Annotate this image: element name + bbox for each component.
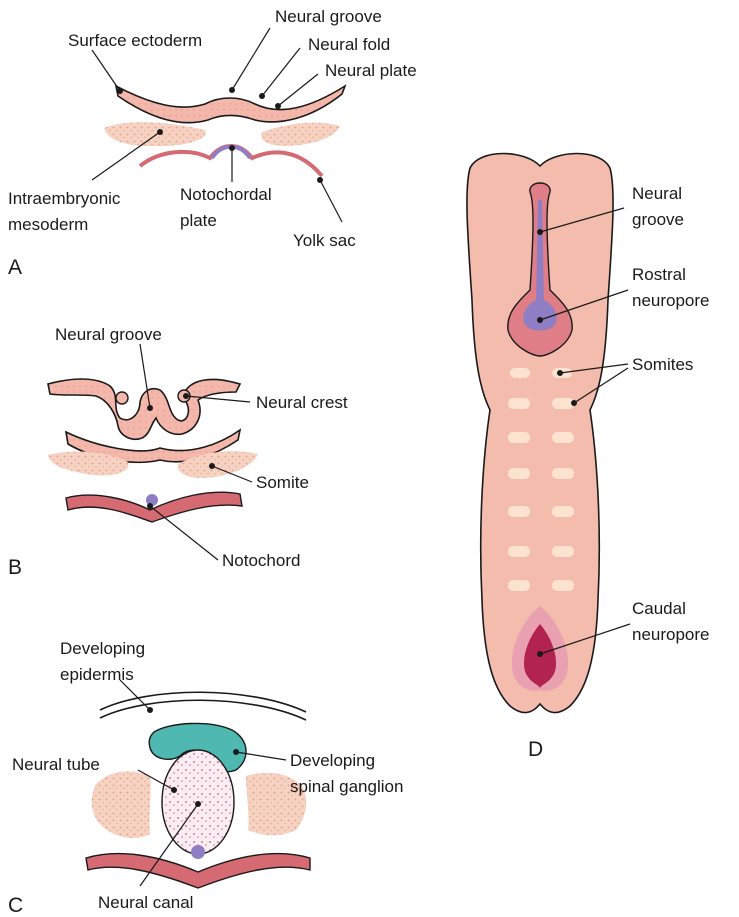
c-label-neural-canal: Neural canal bbox=[98, 893, 193, 912]
a-label-surface-ectoderm: Surface ectoderm bbox=[68, 31, 202, 50]
c-label-neural-tube: Neural tube bbox=[12, 755, 100, 774]
c-epidermis bbox=[100, 692, 306, 720]
b-neural-crest-left bbox=[116, 392, 128, 404]
a-intraembryonic-mesoderm-left bbox=[104, 122, 206, 146]
d-label-caudal-2: neuropore bbox=[632, 625, 710, 644]
a-label-intraembryonic-2: mesoderm bbox=[8, 215, 88, 234]
a-label-neural-groove: Neural groove bbox=[275, 7, 382, 26]
panel-c-letter: C bbox=[8, 894, 23, 917]
b-neural-folds bbox=[48, 379, 240, 462]
c-label-epidermis-1: Developing bbox=[60, 639, 145, 658]
d-label-neural-groove-1: Neural bbox=[632, 184, 682, 203]
panel-d: Neural groove Rostral neuropore Somites … bbox=[467, 154, 710, 762]
panel-b-letter: B bbox=[8, 556, 22, 579]
c-label-ganglion-2: spinal ganglion bbox=[290, 777, 403, 796]
c-label-ganglion-1: Developing bbox=[290, 751, 375, 770]
panel-d-letter: D bbox=[528, 738, 543, 761]
d-label-neural-groove-2: groove bbox=[632, 210, 684, 229]
d-label-rostral-1: Rostral bbox=[632, 265, 686, 284]
b-label-neural-groove: Neural groove bbox=[55, 325, 162, 344]
a-intraembryonic-mesoderm-right bbox=[261, 123, 340, 146]
panel-b: Neural groove Neural crest Somite Notoch… bbox=[8, 325, 348, 579]
b-label-somite: Somite bbox=[256, 473, 309, 492]
b-label-notochord: Notochord bbox=[222, 551, 300, 570]
a-label-notochordal-1: Notochordal bbox=[180, 185, 272, 204]
d-label-caudal-1: Caudal bbox=[632, 599, 686, 618]
a-label-neural-fold: Neural fold bbox=[308, 35, 390, 54]
c-mesoderm-left bbox=[92, 771, 151, 838]
panel-a: Neural groove Surface ectoderm Neural fo… bbox=[8, 7, 417, 279]
a-label-yolk-sac: Yolk sac bbox=[293, 231, 356, 250]
panel-c: Developing epidermis Neural tube Develop… bbox=[8, 639, 403, 917]
c-notochord bbox=[191, 845, 205, 859]
c-label-epidermis-2: epidermis bbox=[60, 665, 134, 684]
a-label-notochordal-2: plate bbox=[180, 211, 217, 230]
panel-a-letter: A bbox=[8, 256, 22, 279]
d-label-somites: Somites bbox=[632, 355, 693, 374]
a-label-intraembryonic-1: Intraembryonic bbox=[8, 189, 121, 208]
d-label-rostral-2: neuropore bbox=[632, 291, 710, 310]
a-label-neural-plate: Neural plate bbox=[325, 61, 417, 80]
b-label-neural-crest: Neural crest bbox=[256, 393, 348, 412]
